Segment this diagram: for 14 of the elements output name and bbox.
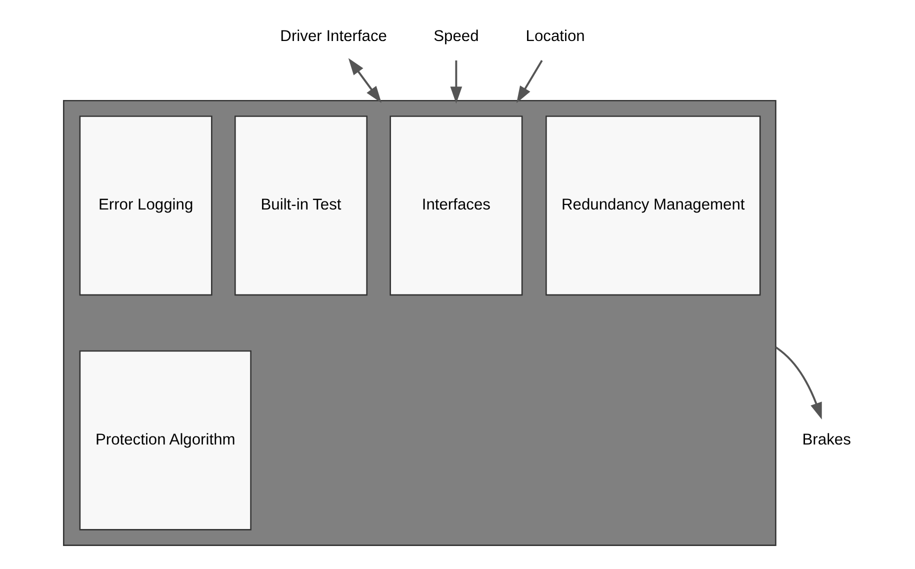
node-text: Speed	[434, 28, 479, 45]
arrow	[516, 60, 543, 104]
node-text: Location	[526, 28, 585, 45]
node-box: Built-in Test	[234, 116, 368, 296]
node-box: Interfaces	[390, 116, 523, 296]
arrow	[450, 60, 462, 104]
node-text: Brakes	[802, 431, 851, 448]
arrow	[775, 346, 822, 420]
node-text: Driver Interface	[280, 28, 388, 45]
node-box: Protection Algorithm	[79, 350, 252, 530]
node-box: Redundancy Management	[546, 116, 761, 296]
cluster	[63, 100, 776, 546]
arrow	[348, 58, 382, 103]
node-box: Error Logging	[79, 116, 212, 296]
